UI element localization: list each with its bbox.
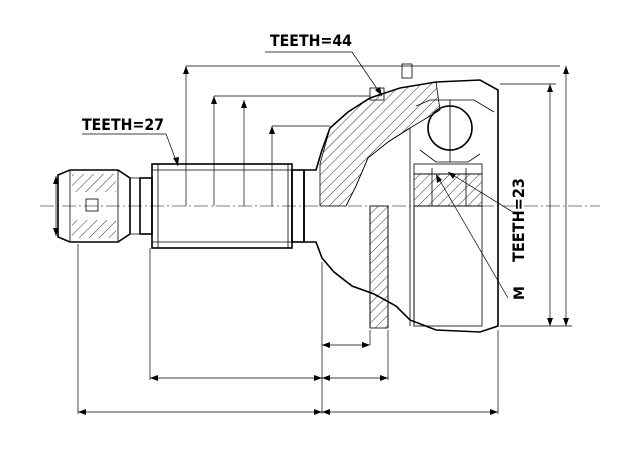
vertical-dimensions: [53, 65, 572, 327]
label-thread-m: M: [512, 286, 528, 300]
ball-cage: [413, 99, 495, 327]
horizontal-dimensions: [77, 244, 499, 415]
leader-lines: [82, 51, 517, 299]
bell-housing: [303, 63, 499, 333]
label-teeth-23: TEETH=23: [509, 178, 528, 262]
label-teeth-27: TEETH=27: [82, 115, 164, 134]
shaft-nose: [57, 169, 153, 243]
label-teeth-44: TEETH=44: [270, 31, 352, 50]
